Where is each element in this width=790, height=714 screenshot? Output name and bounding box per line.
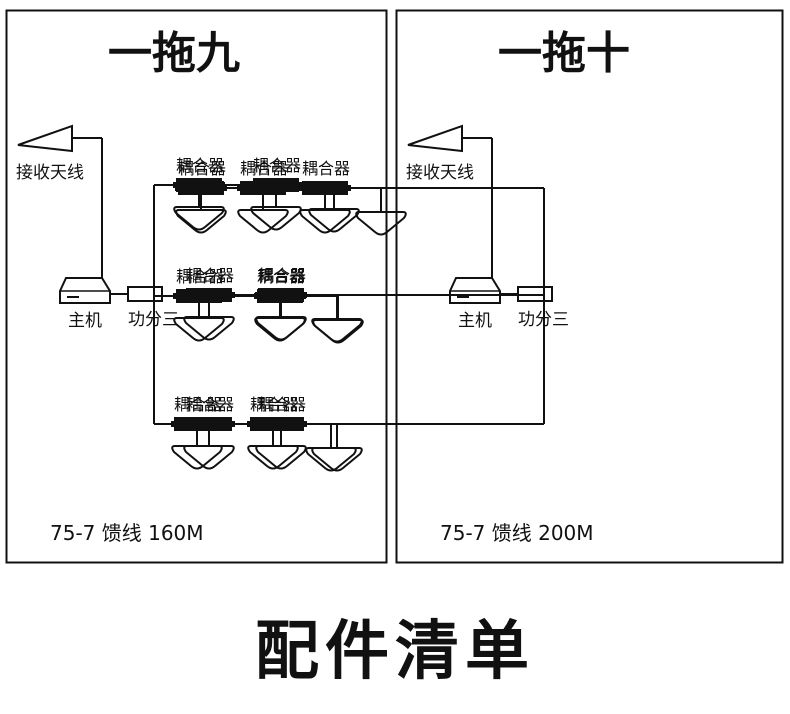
coupler-label: 耦合器 — [174, 395, 222, 414]
panel-antenna-icon — [299, 209, 351, 234]
coupler-icon — [186, 288, 232, 302]
coupler-connector-icon — [348, 185, 351, 191]
panel-antenna-icon — [183, 316, 235, 341]
coupler-connector-icon — [224, 185, 227, 191]
coupler-connector-icon — [175, 185, 178, 191]
coupler-label: 耦合器 — [186, 266, 234, 285]
cable-spec-text: 75-7 馈线 200M — [440, 521, 594, 545]
coupler-icon — [178, 181, 224, 195]
coupler-label: 耦合器 — [240, 159, 288, 178]
antenna-label: 接收天线 — [16, 163, 84, 183]
panel-antenna-icon — [173, 317, 225, 342]
panel-antenna-icon — [183, 445, 235, 470]
panel-antenna-icon — [247, 445, 299, 470]
coupler-icon — [186, 417, 232, 431]
antenna-label: 接收天线 — [406, 163, 474, 183]
panel-title: 一拖九 — [108, 28, 240, 79]
coupler-row: 耦合器耦合器耦合器 — [175, 159, 544, 236]
panel-antenna-icon — [173, 206, 225, 231]
coupler-connector-icon — [183, 421, 186, 427]
coupler-connector-icon — [304, 421, 307, 427]
coupler-icon — [302, 181, 348, 195]
receive-antenna-icon — [17, 124, 73, 153]
coupler-connector-icon — [232, 421, 235, 427]
panel-title: 一拖十 — [498, 28, 630, 79]
receive-antenna-icon — [407, 124, 463, 153]
coupler-connector-icon — [173, 182, 176, 188]
coupler-connector-icon — [183, 292, 186, 298]
coupler-label: 耦合器 — [176, 267, 224, 286]
panel-antenna-icon — [171, 445, 223, 470]
coupler-label: 耦合器 — [186, 395, 234, 414]
panel-antenna-icon — [175, 209, 227, 234]
coupler-connector-icon — [232, 292, 235, 298]
coupler-label: 耦合器 — [178, 159, 226, 178]
splitter-icon — [127, 286, 163, 302]
coupler-connector-icon — [171, 421, 174, 427]
coupler-icon — [258, 288, 304, 302]
coupler-connector-icon — [299, 185, 302, 191]
cable-spec-text: 75-7 馈线 160M — [50, 521, 204, 545]
coupler-label: 耦合器 — [176, 156, 224, 175]
coupler-connector-icon — [237, 185, 240, 191]
host-label: 主机 — [458, 311, 492, 331]
coupler-connector-icon — [255, 421, 258, 427]
coupler-row: 耦合器 耦合器 — [183, 266, 544, 343]
panel-antenna-icon — [237, 209, 289, 234]
panel-antenna-icon — [311, 447, 363, 472]
coupler-connector-icon — [255, 292, 258, 298]
coupler-label: 耦合器 — [250, 395, 298, 414]
coupler-connector-icon — [173, 293, 176, 299]
coupler-label: 耦合器 — [302, 159, 350, 178]
panel-one-to-ten: 一拖十接收天线主机功分三耦合器耦合器耦合器耦合器耦合器耦合器耦合器75-7 馈线… — [175, 9, 784, 564]
coupler-row: 耦合器耦合器 — [183, 395, 544, 472]
coupler-connector-icon — [286, 185, 289, 191]
panel-one-to-nine: 一拖九接收天线主机功分三耦合器耦合器耦合器耦合器耦合器耦合器75-7 馈线 16… — [5, 9, 388, 564]
coupler-icon — [258, 417, 304, 431]
panel-antenna-icon — [255, 445, 307, 470]
panel-frame — [5, 9, 388, 564]
coupler-label: 耦合器 — [253, 156, 301, 175]
footer-title: 配件清单 — [255, 615, 535, 689]
coupler-icon — [240, 181, 286, 195]
coupler-connector-icon — [304, 292, 307, 298]
panel-antenna-icon — [255, 316, 307, 341]
coupler-row: 耦合器耦合器 — [154, 395, 357, 472]
panel-antenna-icon — [311, 318, 363, 343]
coupler-label: 耦合器 — [257, 267, 305, 286]
host-label: 主机 — [68, 311, 102, 331]
coupler-label: 耦合器 — [258, 395, 306, 414]
panel-antenna-icon — [250, 206, 302, 231]
panel-frame — [395, 9, 784, 564]
coupler-label: 耦合器 — [258, 266, 306, 285]
panel-antenna-icon — [355, 211, 407, 236]
